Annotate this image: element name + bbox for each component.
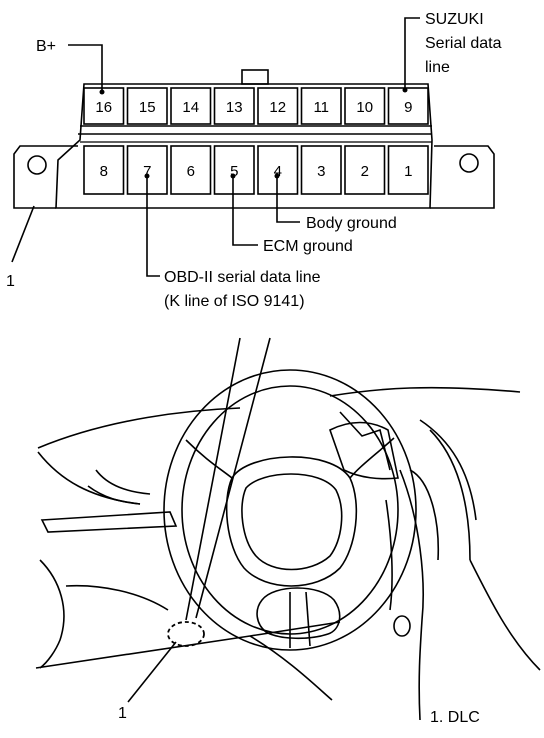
bottom-pin-row: 8 7 6 5 4 3 2 1 (83, 145, 429, 195)
bottom-pin-6-number: 6 (187, 163, 195, 180)
left-air-vent (40, 511, 178, 533)
top-pin-10-cell (344, 87, 386, 125)
ignition-knob (393, 615, 411, 637)
left-mount-hole (27, 155, 47, 175)
bottom-pin-4-number: 4 (274, 163, 282, 180)
top-pin-11-number: 11 (313, 99, 329, 116)
dashboard-callout-number: 1 (118, 705, 127, 722)
right-mount-hole (459, 153, 479, 173)
top-pin-15-cell (126, 87, 168, 125)
leader-lines (68, 17, 420, 277)
bottom-pin-8-cell (83, 145, 125, 195)
bottom-pin-7-number: 7 (143, 163, 151, 180)
top-pin-16-cell (83, 87, 125, 125)
steering-column (256, 587, 341, 640)
obd-label-line2: (K line of ISO 9141) (164, 293, 305, 310)
top-pin-15-number: 15 (139, 99, 156, 116)
dlc-connector: 16 15 14 13 12 11 10 9 8 7 6 5 4 3 2 1 1 (6, 69, 495, 290)
top-pin-9-number: 9 (404, 99, 412, 116)
suzuki-label-line2: Serial data (425, 35, 502, 52)
body-ground-label: Body ground (306, 215, 397, 232)
top-pin-10-number: 10 (356, 99, 373, 116)
bottom-pin-2-cell (344, 145, 386, 195)
connector-right-ear (430, 145, 495, 209)
pointer-line (185, 337, 271, 621)
instrument-cluster (329, 421, 399, 480)
top-pin-row: 16 15 14 13 12 11 10 9 (83, 87, 429, 125)
ecm-ground-label: ECM ground (263, 238, 353, 255)
dlc-location-marker (167, 621, 205, 647)
connector-top-tab (241, 69, 269, 85)
b-plus-label: B+ (36, 38, 56, 55)
bottom-pin-1-number: 1 (404, 163, 412, 180)
bottom-pin-3-cell (300, 145, 342, 195)
legend-dlc: 1. DLC (430, 709, 480, 726)
top-pin-11-cell (300, 87, 342, 125)
bottom-pin-1-cell (387, 145, 429, 195)
bottom-pin-6-cell (170, 145, 212, 195)
top-pin-16-number: 16 (95, 99, 112, 116)
bottom-pin-8-number: 8 (100, 163, 108, 180)
top-pin-12-number: 12 (269, 99, 286, 116)
steering-hub (225, 456, 358, 587)
dashboard-top (37, 386, 521, 449)
top-pin-13-number: 13 (226, 99, 243, 116)
top-pin-14-cell (170, 87, 212, 125)
top-pin-13-cell (213, 87, 255, 125)
connector-left-ear (13, 145, 78, 209)
bottom-pin-5-cell (213, 145, 255, 195)
suzuki-label-line1: SUZUKI (425, 11, 484, 28)
bottom-pin-5-number: 5 (230, 163, 238, 180)
dashboard-illustration: 1 (35, 337, 541, 722)
top-pin-14-number: 14 (182, 99, 199, 116)
steering-wheel-rim (163, 369, 417, 651)
top-pin-12-cell (257, 87, 299, 125)
top-pin-9-cell (387, 87, 429, 125)
suzuki-label-line3: line (425, 59, 450, 76)
bottom-pin-3-number: 3 (317, 163, 325, 180)
bottom-pin-2-number: 2 (361, 163, 369, 180)
obd-label-line1: OBD-II serial data line (164, 269, 321, 286)
connector-callout-number: 1 (6, 273, 15, 290)
